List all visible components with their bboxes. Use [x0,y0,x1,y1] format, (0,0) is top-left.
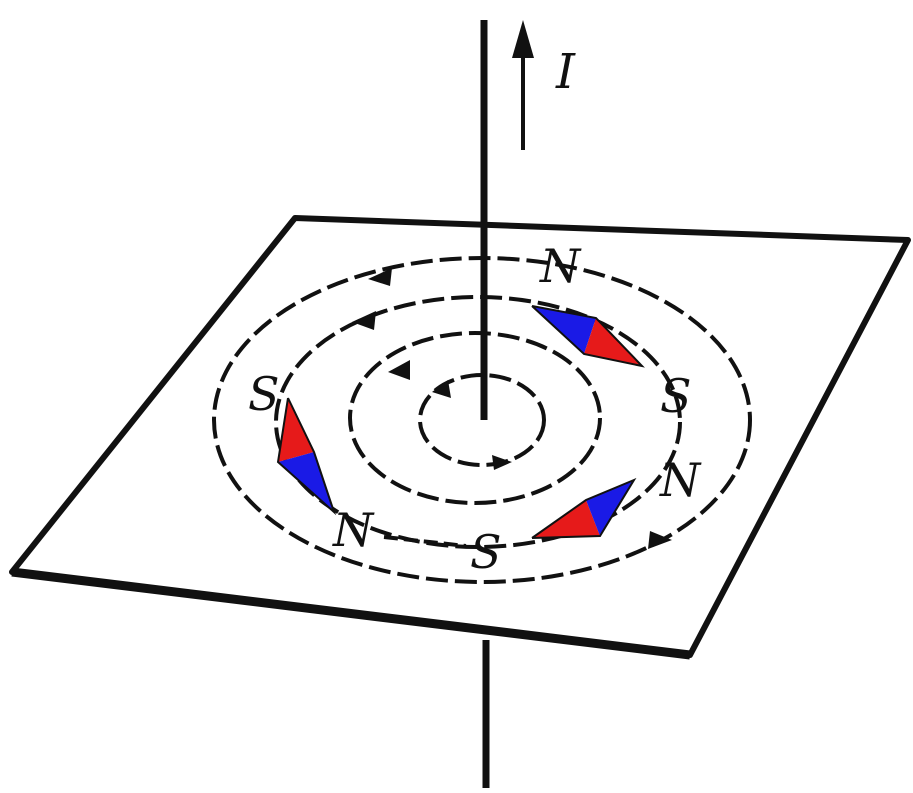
n-s-connector-dash [383,535,467,548]
arrow-outer-bottom-icon [648,531,672,549]
needle-north-half [586,480,634,536]
current-arrow-head-icon [512,20,534,58]
pole-label-top-n: N [539,239,582,293]
needle-south-half [584,318,642,366]
compass-needle-upper-right [531,305,645,368]
needle-outline [531,305,645,368]
pole-label-right-n: N [659,453,702,507]
compass-needle-left [276,397,337,516]
needle-north-half [532,306,596,354]
field-line-third [274,295,682,549]
arrow-inner-left-icon [432,380,451,398]
needle-south-half [532,500,600,538]
arrow-middle-top-icon [388,360,410,380]
needle-south-half [278,398,314,462]
needle-outline [531,477,637,539]
compass-needle-lower-right [531,477,637,539]
arrow-inner-bottom-icon [492,455,512,470]
field-direction-arrows [352,268,672,549]
pole-label-left-s: S [248,367,280,421]
plane-front-edge [11,567,691,660]
arrow-third-top-icon [352,311,376,330]
pole-label-bottom-n: N [332,503,375,557]
field-line-middle [348,331,602,505]
needle-outline [276,397,337,516]
current-arrow [512,20,534,150]
needle-north-half [278,452,334,512]
arrow-outer-top-icon [368,268,392,286]
current-label: I [555,44,576,100]
pole-label-right-s: S [660,369,692,423]
pole-label-bottom-s: S [470,525,502,579]
